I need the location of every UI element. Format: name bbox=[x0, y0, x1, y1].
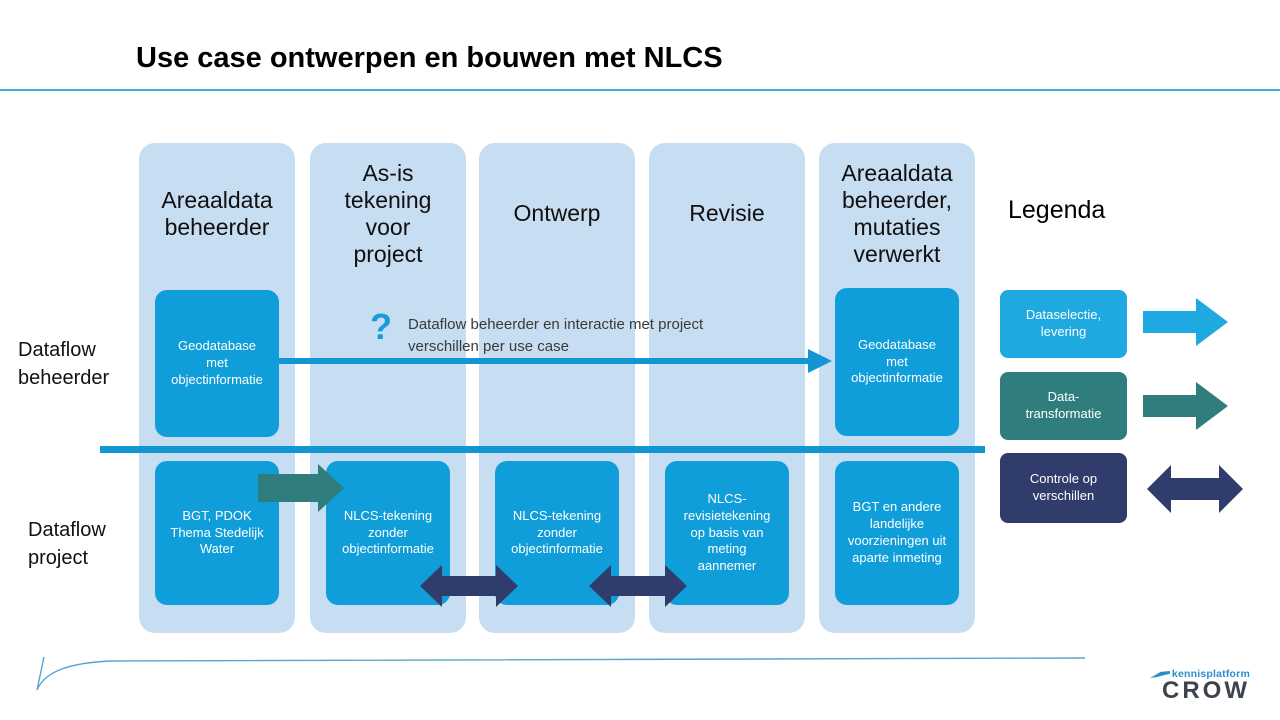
controle-arrow-ontwerp-revisie bbox=[589, 565, 687, 607]
column-header: Ontwerp bbox=[513, 200, 601, 227]
box-geodatabase-objectinformatie-mutaties: Geodatabase met objectinformatie bbox=[835, 288, 959, 436]
legend-arrow-dataselectie bbox=[1143, 298, 1228, 346]
box-geodatabase-objectinformatie: Geodatabase met objectinformatie bbox=[155, 290, 279, 437]
box-nlcs-revisietekening: NLCS- revisietekening op basis van metin… bbox=[665, 461, 789, 605]
question-mark: ? bbox=[370, 306, 392, 347]
crow-logo: kennisplatform CROW bbox=[1150, 668, 1250, 703]
logo-swoosh-icon bbox=[1150, 670, 1170, 678]
legend-item-datatransformatie: Data- transformatie bbox=[1000, 372, 1127, 440]
row-divider-line bbox=[100, 446, 985, 453]
row-label-dataflow-project: Dataflow project bbox=[28, 519, 106, 569]
row-label-dataflow-beheerder: Dataflow beheerder bbox=[18, 339, 110, 389]
legend-arrow-datatransformatie bbox=[1143, 382, 1228, 430]
legend-item-controle: Controle op verschillen bbox=[1000, 453, 1127, 523]
title-underline bbox=[0, 89, 1280, 91]
column-header: Areaaldata beheerder, mutaties verwerkt bbox=[841, 159, 953, 268]
legend-item-dataselectie: Dataselectie, levering bbox=[1000, 290, 1127, 358]
logo-kennisplatform-text: kennisplatform bbox=[1171, 668, 1250, 680]
controle-arrow-asis-ontwerp bbox=[420, 565, 518, 607]
box-bgt-landelijke-voorzieningen: BGT en andere landelijke voorzieningen u… bbox=[835, 461, 959, 605]
annotation-text: Dataflow beheerder en interactie met pro… bbox=[408, 316, 704, 355]
column-header: As-is tekening voor project bbox=[344, 159, 432, 268]
logo-crow-text: CROW bbox=[1162, 677, 1250, 704]
column-header: Areaaldata beheerder bbox=[161, 186, 273, 240]
dataflow-beheerder-arrow bbox=[279, 349, 832, 373]
legend-arrow-controle bbox=[1147, 465, 1243, 513]
data-transformatie-arrow bbox=[258, 464, 344, 512]
column-header: Revisie bbox=[689, 200, 765, 227]
legend-heading: Legenda bbox=[1008, 196, 1106, 224]
page-title: Use case ontwerpen en bouwen met NLCS bbox=[136, 42, 723, 74]
